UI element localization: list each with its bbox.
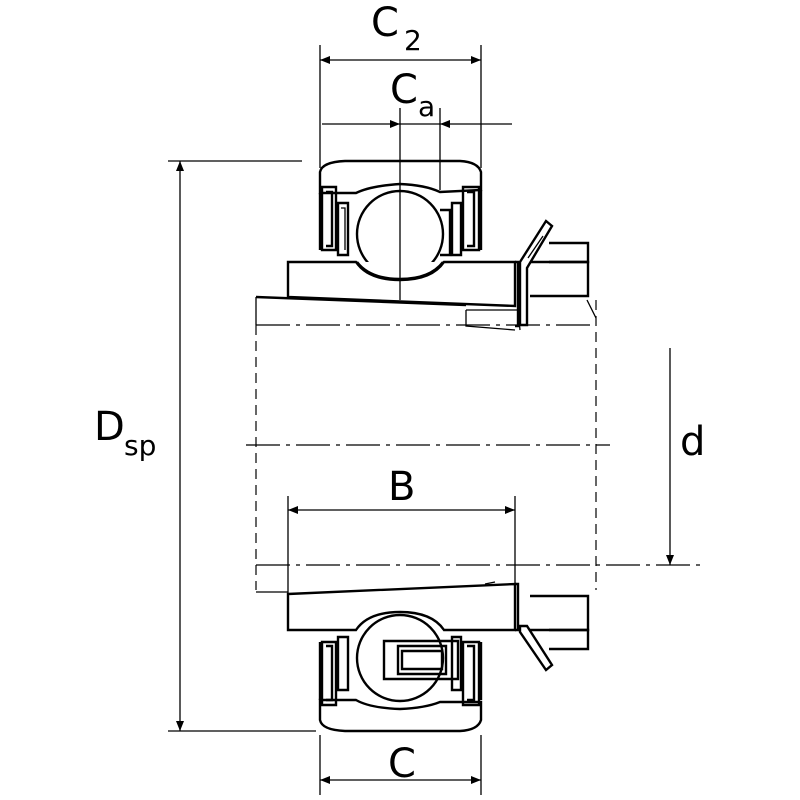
outer-ring-bottom bbox=[318, 698, 483, 733]
label-c2-subscript: 2 bbox=[404, 24, 422, 57]
label-c2: C bbox=[371, 0, 399, 46]
label-dsp: D bbox=[94, 404, 125, 450]
dim-b bbox=[287, 496, 516, 594]
label-dsp-subscript: sp bbox=[124, 429, 156, 462]
dim-dsp bbox=[168, 160, 316, 732]
label-ca-subscript: a bbox=[418, 90, 435, 123]
dim-c2 bbox=[319, 45, 482, 168]
label-d: d bbox=[680, 419, 705, 465]
shaft-bore bbox=[246, 297, 700, 593]
dim-ca bbox=[322, 108, 512, 300]
label-b: B bbox=[388, 464, 415, 510]
top-section bbox=[255, 159, 590, 331]
seal-left-bottom bbox=[320, 635, 350, 707]
inner-ring-bottom bbox=[286, 582, 517, 632]
dim-c bbox=[319, 735, 482, 795]
label-ca: C bbox=[390, 67, 418, 113]
outer-ring-top bbox=[318, 159, 483, 195]
seal-right-bottom bbox=[450, 635, 481, 707]
seal-right-top bbox=[450, 185, 481, 257]
label-c: C bbox=[388, 741, 416, 787]
bottom-section bbox=[286, 581, 590, 733]
cage-bottom bbox=[382, 639, 460, 681]
seal-left-top bbox=[320, 185, 350, 257]
